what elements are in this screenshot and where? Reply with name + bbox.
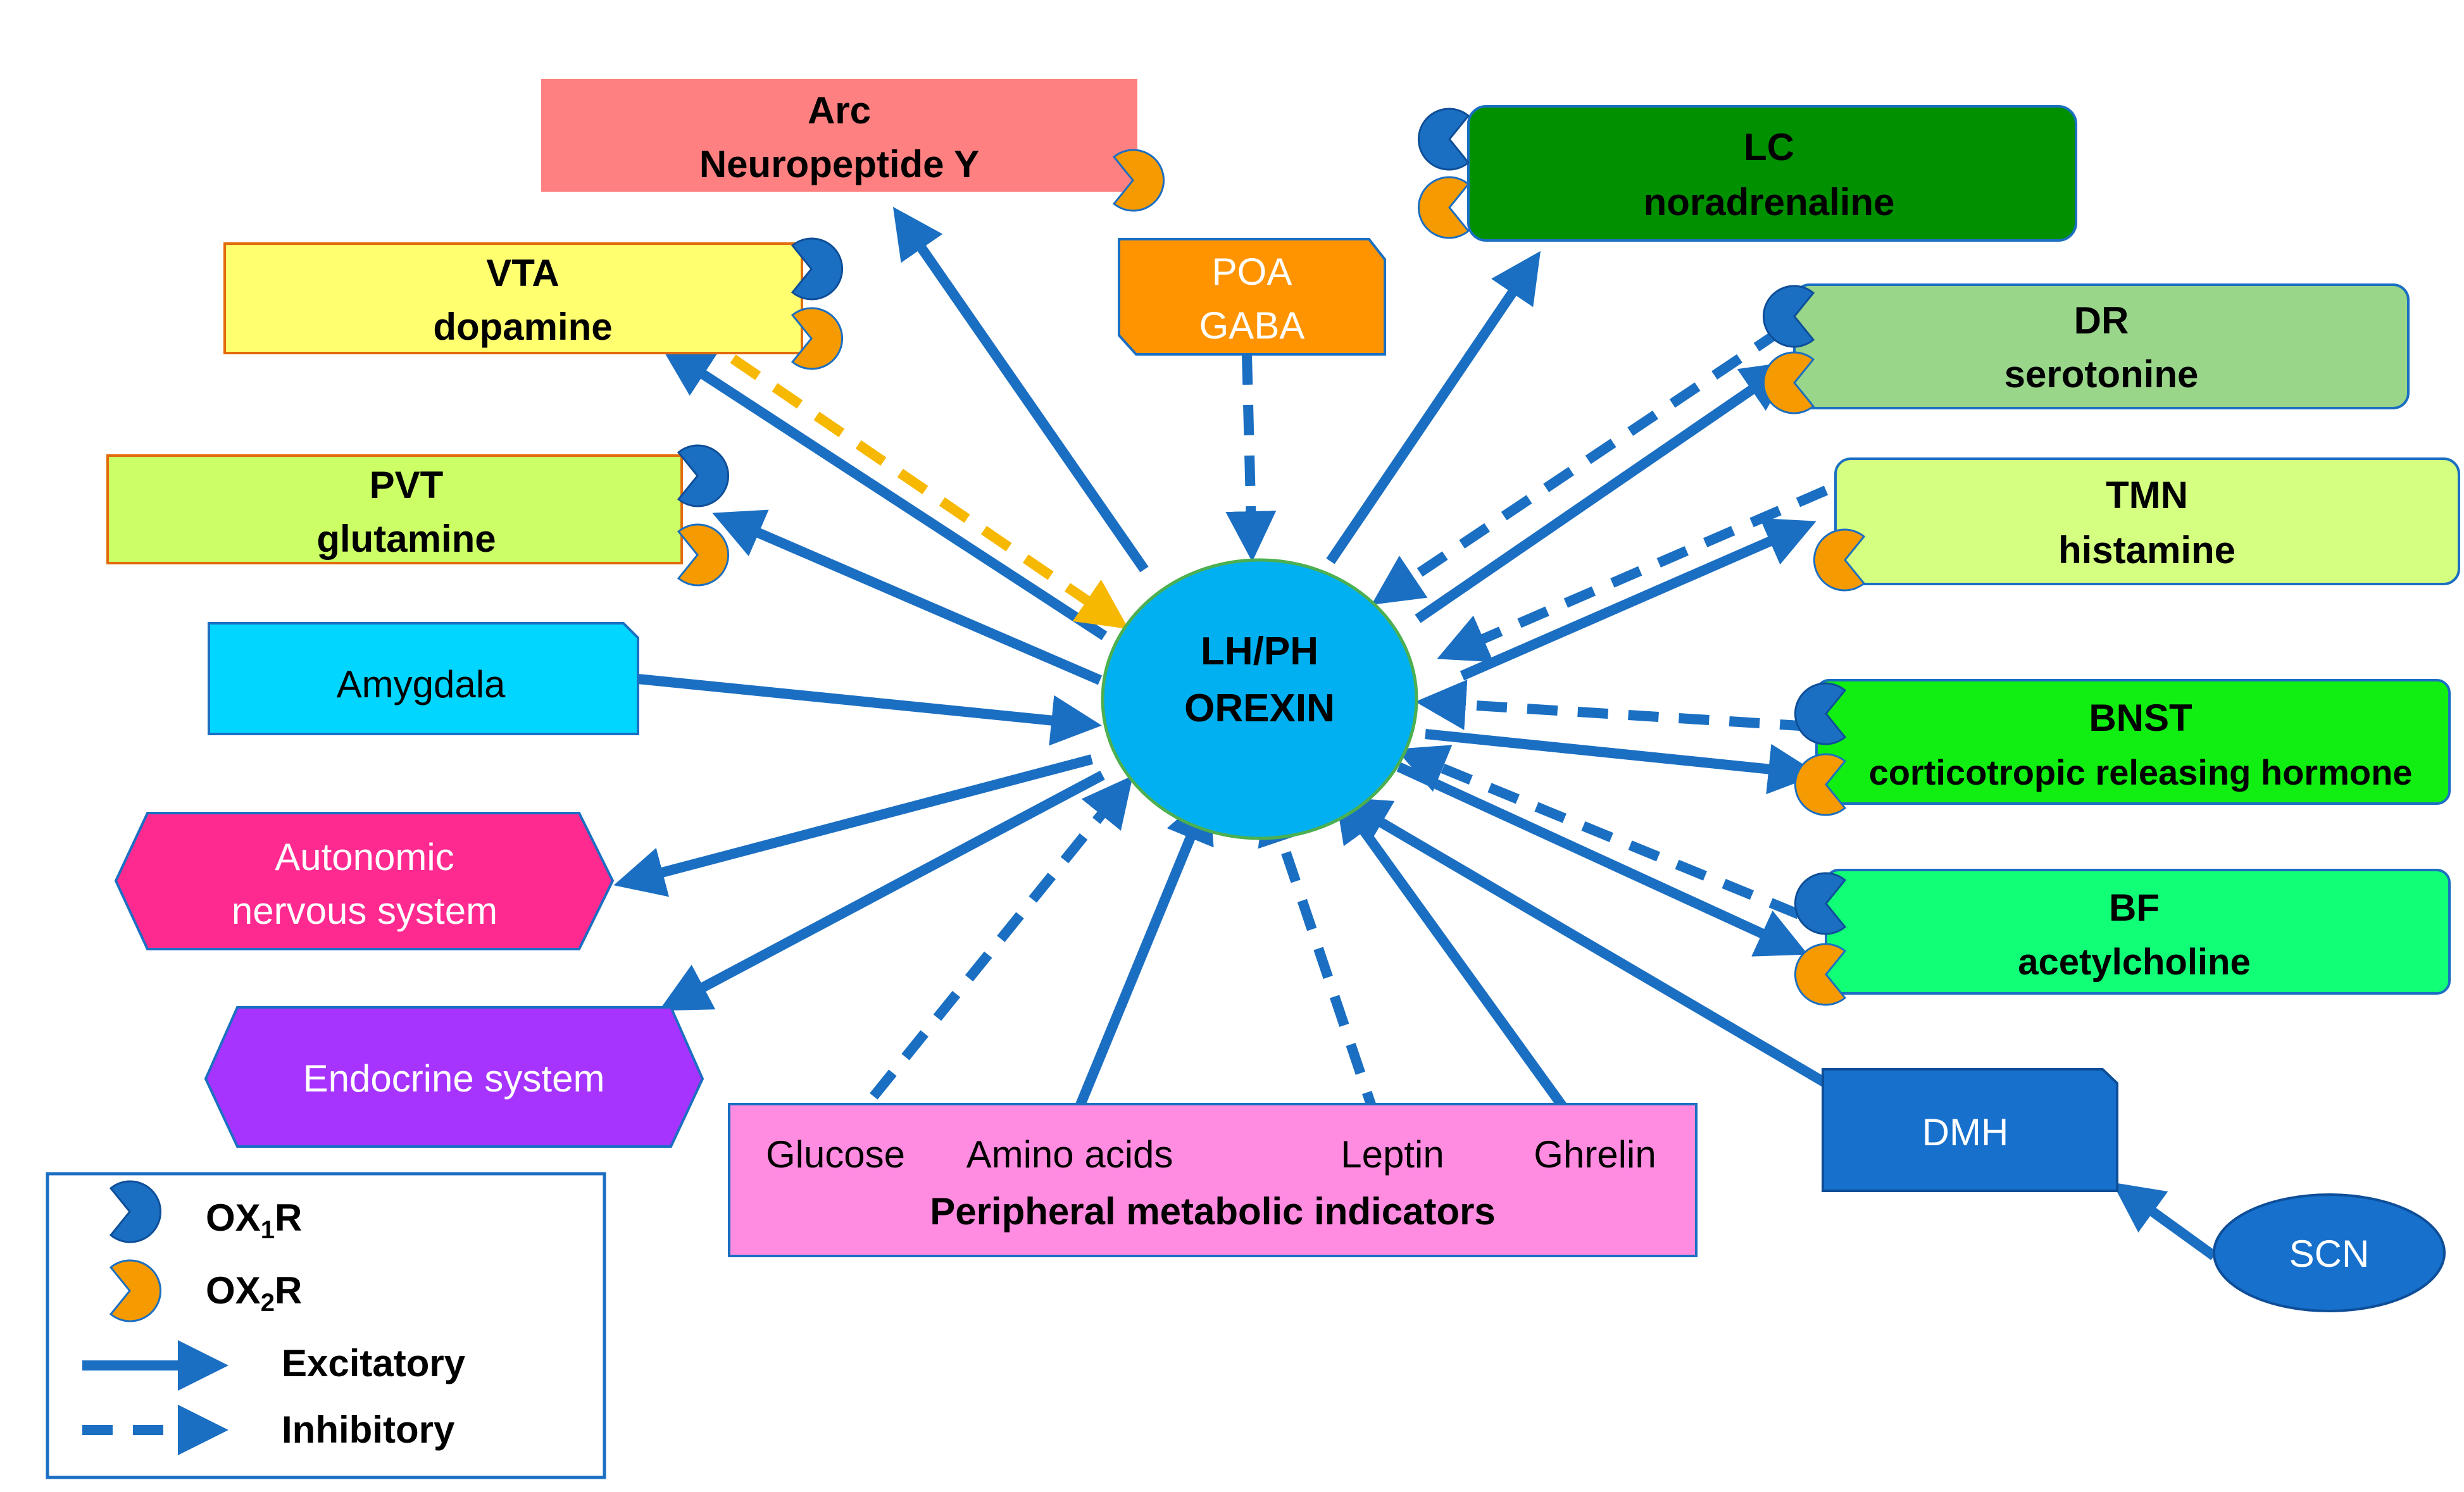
arrow-glucose-to-center [837,775,1134,1140]
peripheral-title: Peripheral metabolic indicators [930,1190,1496,1233]
arrow-scn-to-dmh [2112,1182,2217,1260]
ans-hexagon [114,812,615,950]
bnst-label-line2: corticotropic releasing hormone [1869,752,2413,792]
arrow-amygdala-to-center [637,674,1102,746]
amygdala-label: Amygdala [337,663,506,706]
bf-label-line2: acetylcholine [2018,942,2250,983]
endocrine-label: Endocrine system [303,1057,605,1100]
node-dmh: DMH [1822,1068,2118,1192]
arrow-center-to-bf [1396,762,1808,957]
node-autonomic-nervous-system: Autonomic nervous system [114,812,615,950]
lc-ox1-receptor-icon [1417,108,1470,171]
node-arc: Arc Neuropeptide Y [541,79,1165,212]
arrow-center-to-tmn [1460,518,1817,681]
pvt-ox2-receptor-icon [677,523,730,587]
pvt-box [106,454,683,564]
poa-label-line2: GABA [1199,304,1305,347]
arrow-center-to-endocrine [658,770,1105,1011]
arrow-center-to-arc [892,206,1149,573]
tmn-label-line2: histamine [2058,529,2236,571]
center-ellipse [1101,558,1418,840]
endocrine-hexagon [204,1006,704,1148]
connections [613,206,2217,1260]
amygdala-box [208,622,639,735]
vta-label-line1: VTA [486,252,560,294]
arrow-poa-to-center [1225,354,1277,562]
peripheral-amino-label: Amino acids [966,1133,1173,1176]
peripheral-box [728,1103,1698,1257]
arrow-leptin-to-center [1258,792,1382,1123]
legend-ox1-text: OX1R [206,1197,302,1244]
ans-label-line2: nervous system [232,890,497,932]
vta-box [223,242,803,354]
dmh-label: DMH [1922,1111,2009,1153]
lc-label-line1: LC [1744,126,1794,168]
ans-label-line1: Autonomic [275,836,454,878]
arrow-center-to-ans [613,754,1094,897]
dr-label-line2: serotonine [2004,353,2199,395]
node-scn: SCN [2213,1193,2446,1312]
center-label-line1: LH/PH [1201,630,1318,673]
legend-inhibitory-label: Inhibitory [282,1408,455,1451]
peripheral-leptin-label: Leptin [1341,1133,1444,1176]
node-bf: BF acetylcholine [1794,869,2451,1006]
node-pvt: PVT glutamine [106,444,730,587]
arrow-center-to-pvt [712,509,1103,685]
vta-label-line2: dopamine [433,306,612,348]
poa-label-line1: POA [1212,251,1292,293]
center-label-line2: OREXIN [1184,687,1335,730]
node-tmn: TMN histamine [1813,457,2460,592]
node-peripheral-metabolic-indicators: Glucose Amino acids Leptin Ghrelin Perip… [728,1103,1698,1257]
arrow-ghrelin-to-center [1334,790,1579,1126]
lc-label-line2: noradrenaline [1644,181,1895,223]
node-bnst: BNST corticotropic releasing hormone [1794,679,2451,816]
node-vta: VTA dopamine [223,237,844,370]
lc-box [1467,105,2077,242]
arrow-amino-to-center [1068,791,1214,1126]
arrow-bf-to-center [1396,745,1801,919]
dr-label-line1: DR [2074,299,2129,342]
arrow-center-to-dr [1415,361,1794,623]
node-poa: POA GABA [1118,238,1386,356]
arrow-bnst-to-center [1415,680,1811,731]
arc-box [541,79,1137,192]
poa-box [1118,238,1386,356]
center-node: LH/PH OREXIN [1101,558,1418,840]
peripheral-ghrelin-label: Ghrelin [1534,1133,1656,1176]
node-dr: DR serotonine [1762,283,2410,414]
legend-ox2-text: OX2R [206,1269,302,1317]
scn-ellipse [2213,1193,2446,1312]
arc-label-line2: Neuropeptide Y [699,143,979,185]
pvt-ox1-receptor-icon [677,444,730,507]
arrow-center-to-vta [661,347,1108,640]
lc-ox2-receptor-icon [1417,176,1470,239]
legend-excitatory-label: Excitatory [282,1342,466,1384]
bnst-label-line1: BNST [2089,697,2192,739]
scn-label: SCN [2289,1233,2370,1275]
arrow-center-to-lc [1326,251,1541,564]
pvt-label-line2: glutamine [316,518,496,560]
arrow-dmh-to-center [1338,797,1829,1088]
node-endocrine-system: Endocrine system [204,1006,704,1148]
arrow-tmn-to-center [1437,485,1829,662]
arrow-vta-to-center [730,354,1129,630]
node-lc: LC noradrenaline [1417,105,2077,242]
dmh-box [1822,1068,2118,1192]
arrow-dr-to-center [1371,326,1785,605]
tmn-label-line1: TMN [2106,474,2188,516]
bf-label-line1: BF [2109,886,2160,929]
arrow-center-to-bnst [1425,729,1819,795]
pvt-label-line1: PVT [370,464,444,506]
peripheral-glucose-label: Glucose [766,1133,905,1176]
node-amygdala: Amygdala [208,622,639,735]
tmn-box [1834,457,2460,585]
arc-label-line1: Arc [808,89,871,132]
legend: OX1R OX2R Excitatory Inhibitory [46,1172,606,1479]
